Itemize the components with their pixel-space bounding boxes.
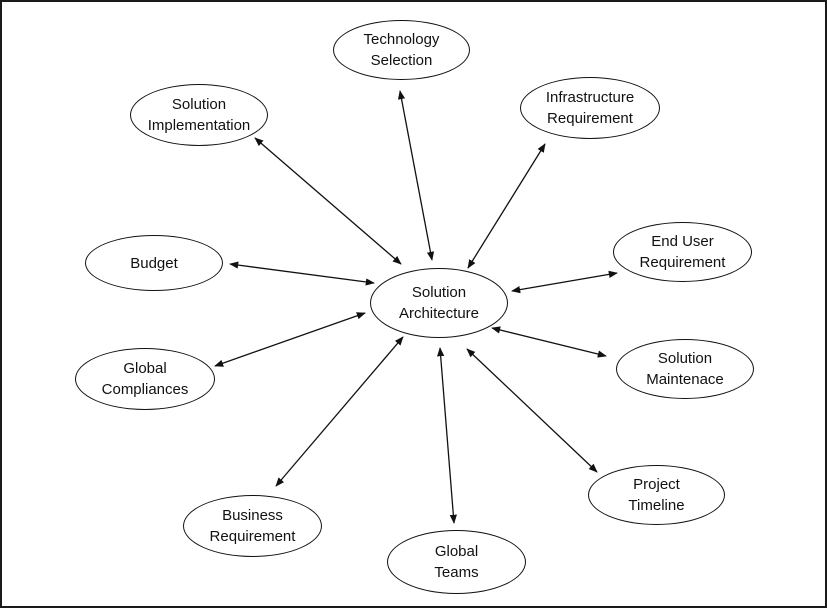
node-global-teams-line2: Teams: [434, 564, 479, 581]
edge-budget: [229, 261, 375, 286]
node-end-user-requirement: End User Requirement: [613, 222, 752, 282]
node-solution-maintenance-line1: Solution: [657, 350, 713, 367]
edge-solution-maintenance: [491, 326, 607, 358]
node-global-teams: Global Teams: [387, 530, 526, 594]
node-end-user-requirement-line1: End User: [651, 233, 714, 250]
node-project-timeline-line1: Project: [633, 476, 680, 493]
node-project-timeline-line2: Timeline: [628, 497, 685, 514]
node-technology-selection-line1: Technology: [363, 31, 440, 48]
node-solution-implementation-line1: Solution: [171, 96, 227, 113]
node-solution-architecture-line2: Architecture: [398, 305, 480, 322]
node-global-compliances-line2: Compliances: [101, 381, 189, 398]
node-end-user-requirement-line2: Requirement: [639, 254, 726, 271]
node-infrastructure-requirement: Infrastructure Requirement: [520, 77, 660, 139]
node-solution-maintenance-line2: Maintenace: [646, 371, 724, 388]
node-business-requirement: Business Requirement: [183, 495, 322, 557]
edge-technology-selection: [397, 90, 435, 261]
node-solution-implementation: Solution Implementation: [130, 84, 268, 146]
node-solution-maintenance: Solution Maintenace: [616, 339, 754, 399]
node-budget: Budget: [85, 235, 223, 291]
node-business-requirement-line1: Business: [222, 507, 283, 524]
node-infrastructure-requirement-line2: Requirement: [547, 110, 633, 127]
node-budget-line1: Budget: [130, 254, 178, 272]
edge-business-requirement: [275, 336, 404, 487]
edge-global-compliances: [214, 312, 366, 367]
node-global-compliances: Global Compliances: [75, 348, 215, 410]
node-technology-selection: Technology Selection: [333, 20, 470, 80]
node-global-compliances-line1: Global: [123, 360, 167, 377]
node-infrastructure-requirement-line1: Infrastructure: [545, 89, 635, 106]
edge-infrastructure-requirement: [467, 143, 546, 269]
edge-project-timeline: [466, 348, 598, 473]
node-solution-architecture-line1: Solution: [411, 284, 467, 301]
node-global-teams-line1: Global: [434, 543, 479, 560]
node-business-requirement-line2: Requirement: [209, 528, 296, 545]
node-project-timeline: Project Timeline: [588, 465, 725, 525]
node-solution-architecture: Solution Architecture: [370, 268, 508, 338]
node-solution-implementation-line2: Implementation: [147, 117, 251, 134]
edge-solution-implementation: [254, 137, 402, 265]
edge-global-teams: [437, 347, 457, 524]
node-technology-selection-line2: Selection: [370, 52, 433, 69]
edge-end-user-requirement: [511, 270, 618, 294]
